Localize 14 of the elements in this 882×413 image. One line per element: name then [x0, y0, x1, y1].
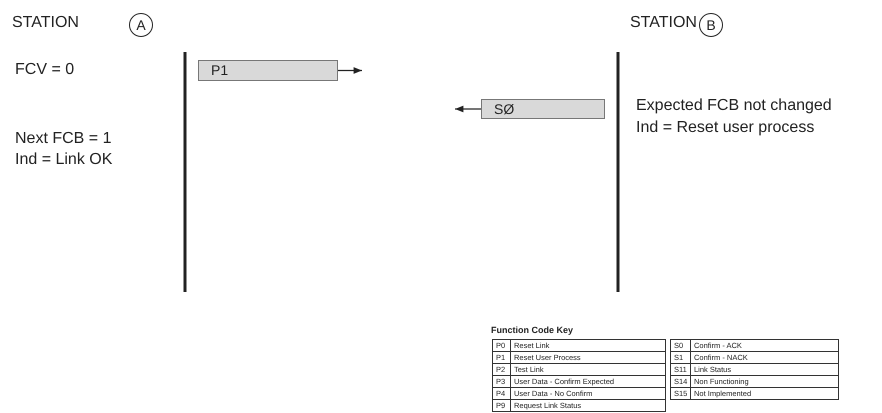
arrow	[338, 67, 362, 74]
circled-letter: A	[129, 13, 153, 37]
state-note: Expected FCB not changed	[636, 97, 832, 115]
state-note: Next FCB = 1	[15, 130, 112, 148]
station-title: STATION	[630, 14, 697, 32]
circled-letter: B	[699, 13, 723, 37]
message-box: P1	[198, 60, 338, 81]
table-title: Function Code Key	[491, 325, 574, 335]
state-note: Ind = Reset user process	[636, 119, 814, 137]
state-note: FCV = 0	[15, 61, 74, 79]
station-title: STATION	[12, 14, 79, 32]
message-box: SØ	[481, 99, 605, 119]
state-note: Ind = Link OK	[15, 151, 112, 169]
arrow	[455, 106, 481, 112]
